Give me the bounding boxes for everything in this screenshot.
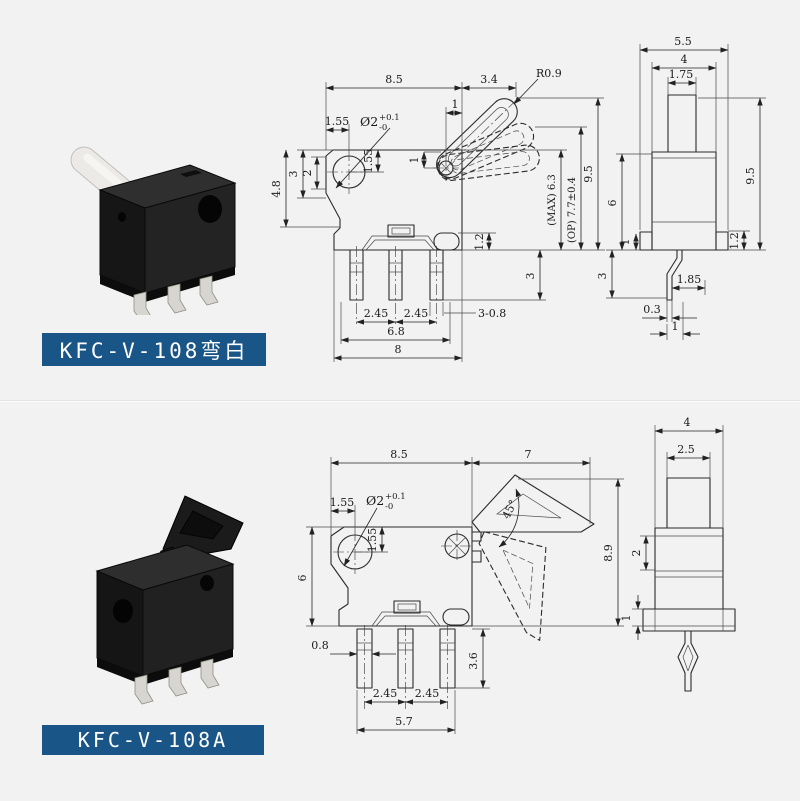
dim-label: 1.55 <box>330 496 355 509</box>
lever-dashed-2 <box>437 144 540 181</box>
dim-label: 9.5 <box>582 165 595 183</box>
switch-body <box>95 495 244 705</box>
dim-label: 2.45 <box>404 307 429 320</box>
dim-label: 2.45 <box>364 307 389 320</box>
dim-label-tolerance: +0.1 <box>379 113 400 123</box>
dim-label: 2.45 <box>373 687 398 700</box>
dim-label-tolerance: -0 <box>379 123 387 133</box>
dim-label-tolerance: -0 <box>385 502 393 512</box>
side-hole <box>113 599 133 623</box>
side-view <box>639 94 729 301</box>
section-kfc-v-108: KFC-V-108弯白 <box>42 35 766 366</box>
dim-label: 1.85 <box>677 273 702 286</box>
dim-label-diameter: Ø2 <box>366 493 384 508</box>
dim-label: 3 <box>524 273 537 280</box>
dim-label: 1.75 <box>669 68 694 81</box>
product-photo-lever-black <box>95 495 244 705</box>
dim-label: 1 <box>620 615 633 622</box>
bent-pin <box>666 250 683 301</box>
dim-label: 3.6 <box>467 652 480 670</box>
dim-label: 7 <box>525 448 532 461</box>
dim-label: R0.9 <box>536 67 562 80</box>
front-view-dimensions: 8.5 7 Ø2 +0.1 -0 1.55 1.55 6 8.9 0.8 <box>296 448 624 734</box>
model-label-banner: KFC-V-108弯白 <box>42 333 266 366</box>
dim-label: 3-0.8 <box>478 307 506 320</box>
dim-label-tolerance: +0.1 <box>385 492 406 502</box>
front-hole <box>200 575 214 591</box>
side-view-dimensions: 4 2.5 2 1 <box>620 416 724 640</box>
front-hole <box>118 212 126 222</box>
dim-label: 45° <box>500 498 520 521</box>
dim-label: 8.9 <box>602 544 615 562</box>
dim-label: 8.5 <box>390 448 408 461</box>
side-view-dimensions: 5.5 4 1.75 9.5 6 1 1.2 3 1.85 <box>596 35 766 340</box>
section-kfc-v-108a: KFC-V-108A <box>0 400 800 801</box>
dim-label: 1.2 <box>728 232 741 250</box>
dim-label: 2 <box>301 170 314 177</box>
dim-label: 9.5 <box>744 167 757 185</box>
lever-dashed-1 <box>437 122 535 180</box>
lever-solid-flag <box>471 474 595 533</box>
drawing-kfc-v-108a: 45° 8.5 7 Ø2 +0.1 -0 <box>296 416 736 734</box>
pins <box>134 658 220 705</box>
dim-label: 2.45 <box>415 687 440 700</box>
dim-label: 3 <box>596 273 609 280</box>
front-view-dimensions: 8.5 3.4 R0.9 1 1 1.55 Ø2 +0.1 -0 1.55 3 <box>270 67 605 362</box>
front-view: 45° <box>330 474 595 709</box>
dim-label: 6 <box>606 200 619 207</box>
dim-label: 1.2 <box>473 233 486 251</box>
dim-label: 4 <box>681 53 688 66</box>
dim-label: 1 <box>452 98 459 111</box>
dim-label: 1.55 <box>362 149 375 174</box>
dim-label: 1.55 <box>366 528 379 553</box>
dim-label: 0.8 <box>311 639 329 652</box>
lever-dashed-flag <box>478 531 547 641</box>
dim-label: 5.7 <box>395 715 413 728</box>
plunger <box>667 94 697 153</box>
dim-label: 2.5 <box>677 443 695 456</box>
switch-body <box>70 146 237 315</box>
product-photo-lever-white <box>70 146 237 315</box>
dim-label: 8.5 <box>385 73 403 86</box>
model-label-banner: KFC-V-108A <box>42 725 264 755</box>
side-view <box>642 477 736 692</box>
terminal-pins <box>349 246 444 324</box>
pins <box>133 275 219 315</box>
dim-label: 1.55 <box>325 115 350 128</box>
dim-label: 1 <box>619 239 632 246</box>
dim-label: 1 <box>672 320 679 333</box>
pivot <box>441 530 473 562</box>
dim-label: (MAX) 6.3 <box>547 174 558 225</box>
drawing-kfc-v-108: 8.5 3.4 R0.9 1 1 1.55 Ø2 +0.1 -0 1.55 3 <box>270 35 766 362</box>
top-button-detail <box>180 170 202 177</box>
plunger <box>666 477 711 529</box>
dim-label: 0.3 <box>643 303 661 316</box>
dim-label: 4.8 <box>270 180 283 198</box>
dim-label: 1 <box>408 157 421 164</box>
dim-label: 8 <box>395 343 402 356</box>
terminal-pins <box>356 625 456 709</box>
crimped-pin <box>677 631 699 692</box>
dim-label: 3.4 <box>480 73 498 86</box>
dim-label: 3 <box>287 171 300 178</box>
dim-label: 5.5 <box>674 35 692 48</box>
dim-label: 6 <box>296 575 309 582</box>
dim-label: 4 <box>684 416 691 429</box>
dim-label: 6.8 <box>387 325 405 338</box>
dim-label: (OP) 7.7±0.4 <box>567 177 578 243</box>
front-view <box>325 96 540 324</box>
dim-label-diameter: Ø2 <box>360 114 378 129</box>
dim-label: 2 <box>630 550 643 557</box>
side-hole <box>198 195 222 223</box>
